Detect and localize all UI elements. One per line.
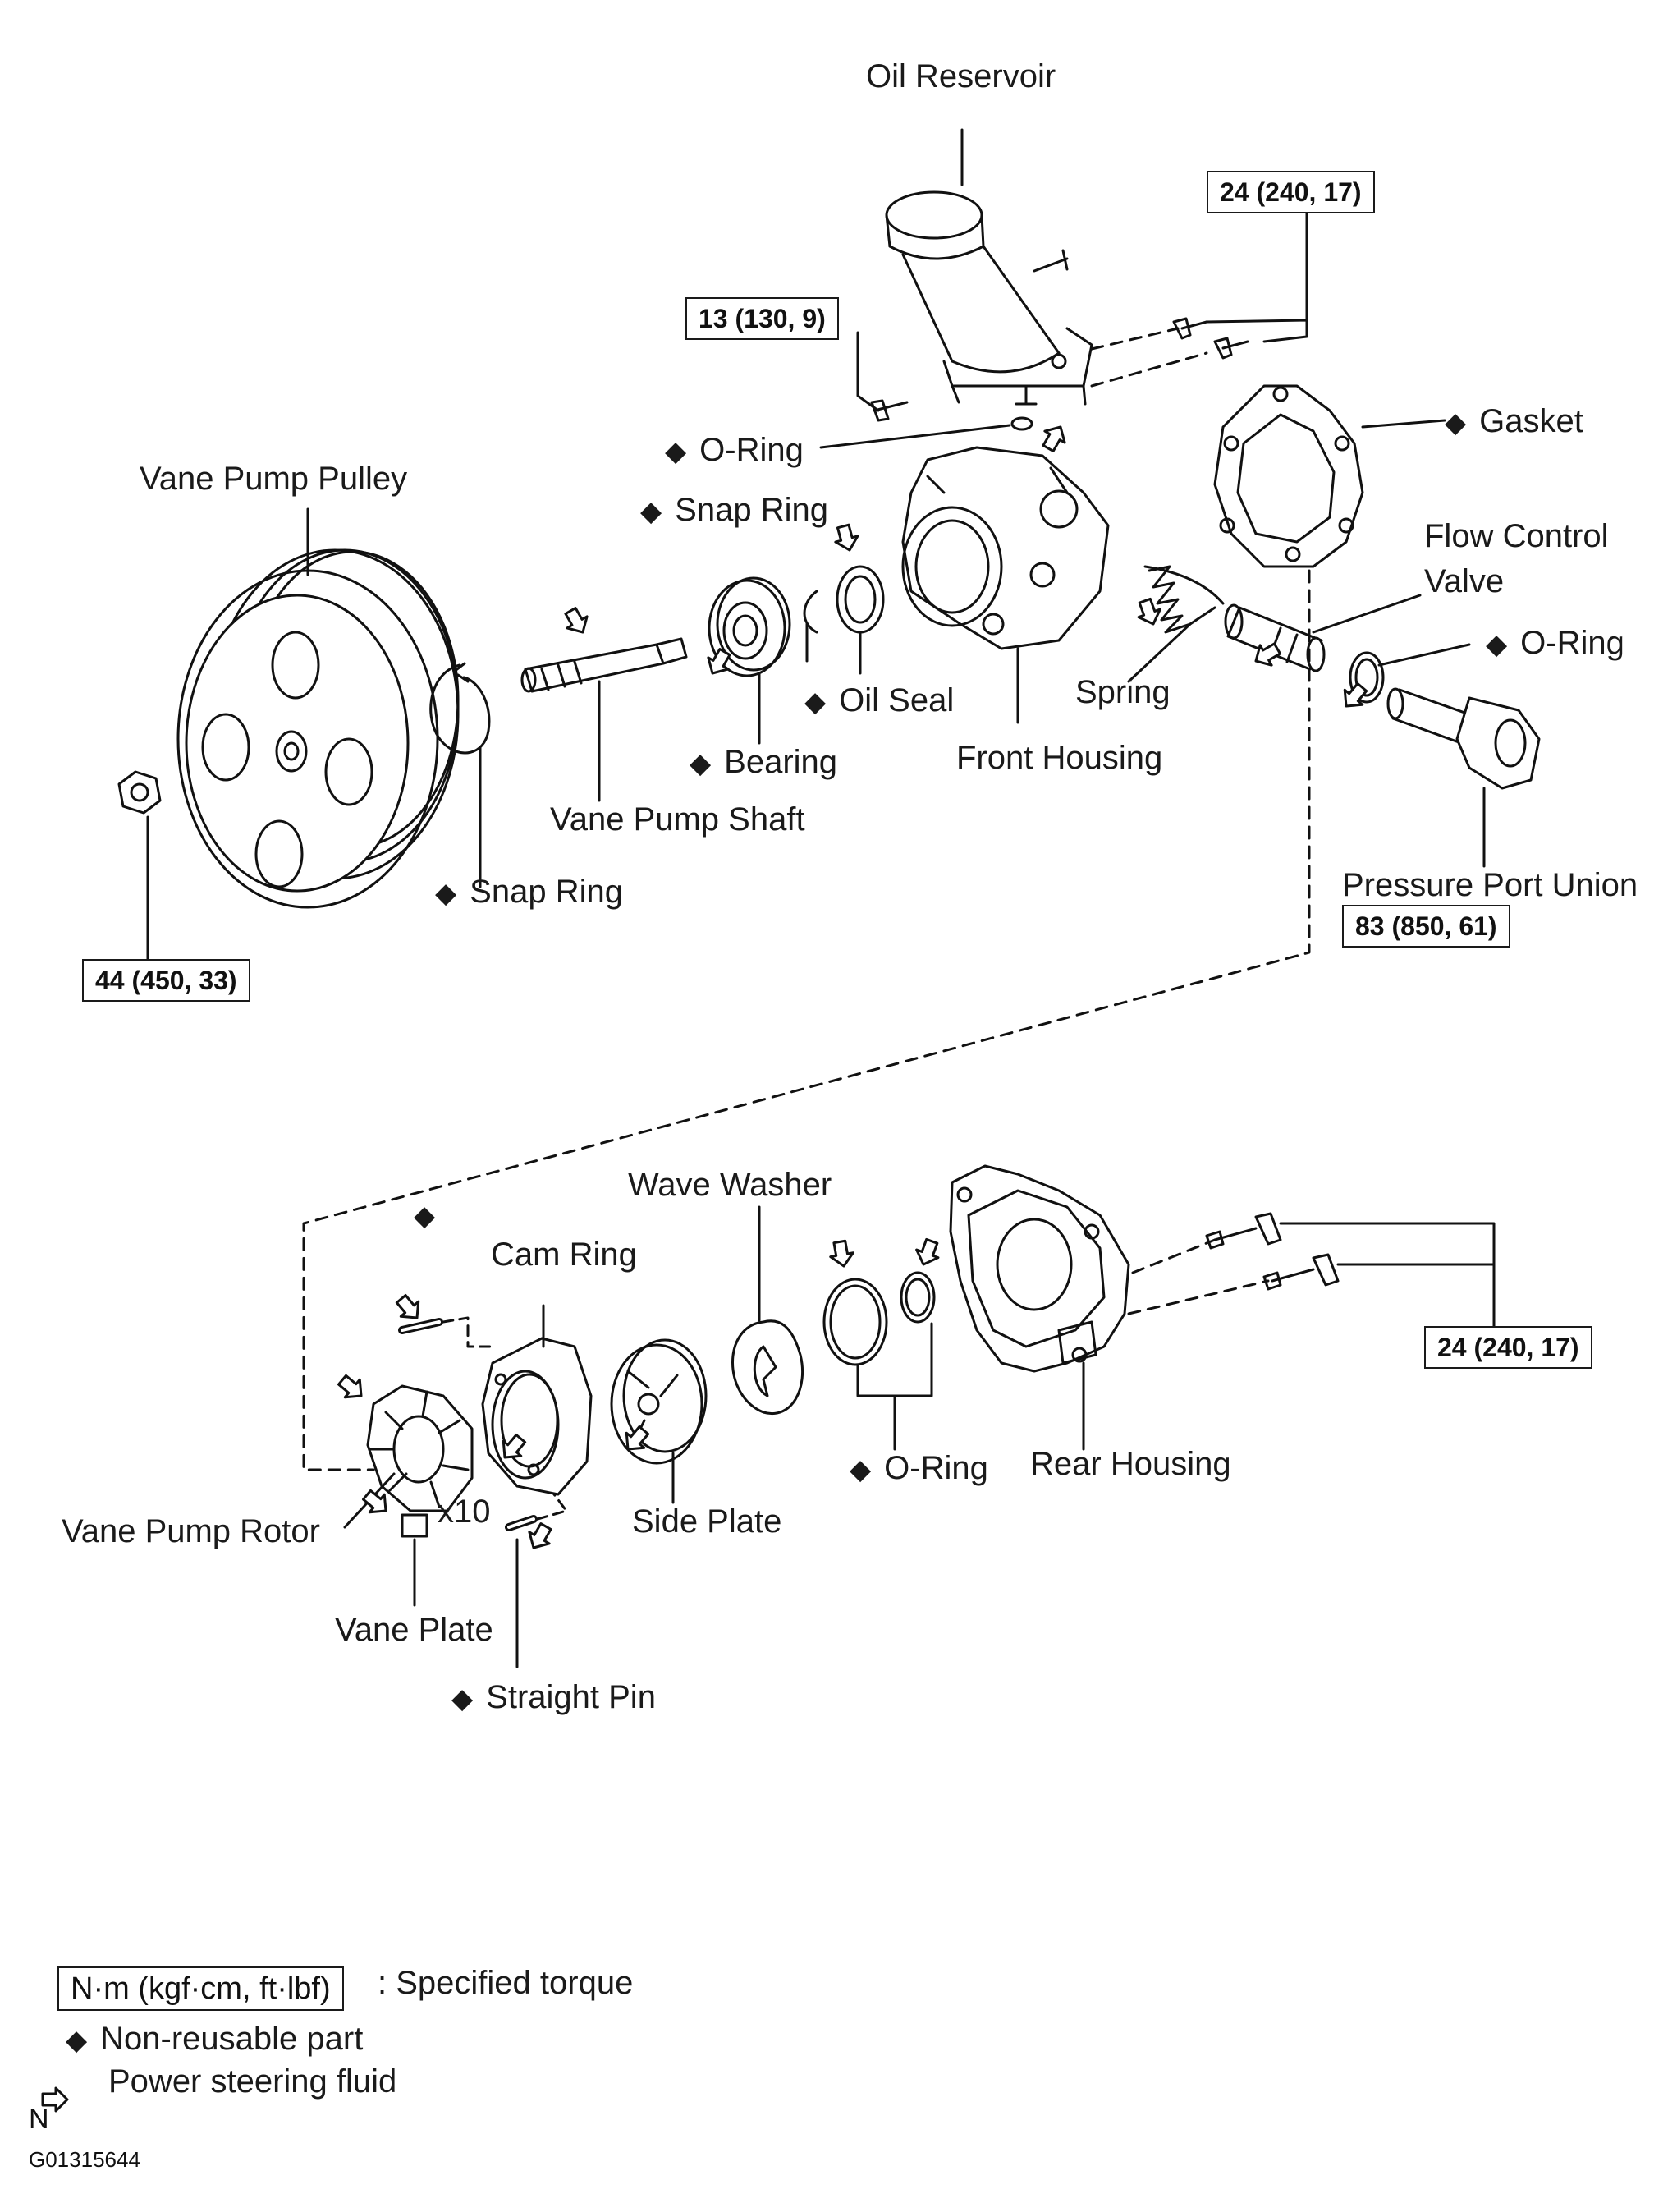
label-snap-ring-upper: Snap Ring (640, 491, 828, 530)
label-o-ring-right: O-Ring (1486, 624, 1624, 663)
front-housing-part (901, 446, 1110, 650)
label-pressure-port-union: Pressure Port Union (1342, 867, 1638, 903)
legend-torque-unit: N·m (kgf·cm, ft·lbf) (57, 1966, 344, 2011)
label-cam-ring: Cam Ring (491, 1237, 637, 1273)
pulley-part (176, 548, 460, 909)
label-front-housing: Front Housing (956, 740, 1163, 776)
label-valve: Valve (1424, 563, 1505, 599)
cam-ring-part (481, 1337, 593, 1496)
label-vane-pump-rotor: Vane Pump Rotor (62, 1513, 320, 1549)
label-gasket: Gasket (1445, 402, 1583, 442)
torque-pressure-port-union: 83 (850, 61) (1342, 905, 1510, 948)
footer-code: G01315644 (29, 2147, 140, 2172)
label-wave-washer: Wave Washer (628, 1167, 832, 1203)
label-vane-pump-pulley: Vane Pump Pulley (140, 461, 408, 497)
gasket-part (1213, 384, 1364, 568)
label-snap-ring-lower: Snap Ring (435, 873, 623, 912)
wave-washer-part (731, 1319, 804, 1415)
label-vane-pump-shaft: Vane Pump Shaft (550, 801, 805, 838)
torque-rear-housing-bolts: 24 (240, 17) (1424, 1326, 1592, 1369)
label-vane-plate: Vane Plate (335, 1612, 493, 1648)
label-bearing: Bearing (690, 743, 837, 782)
label-spring: Spring (1075, 674, 1171, 710)
side-plate-part (610, 1338, 708, 1465)
label-straight-pin: Straight Pin (451, 1678, 656, 1718)
label-oil-reservoir: Oil Reservoir (866, 58, 1056, 94)
legend-non-reusable: Non-reusable part (66, 2020, 363, 2059)
torque-reservoir-bolt: 13 (130, 9) (685, 297, 839, 340)
label-o-ring-top: O-Ring (665, 431, 804, 470)
oil-reservoir-part (885, 190, 1093, 406)
flow-control-valve-part (1224, 603, 1326, 672)
footer-letter: N (29, 2104, 49, 2135)
torque-pulley-nut: 44 (450, 33) (82, 959, 250, 1002)
rear-housing-part (949, 1164, 1130, 1373)
vane-pump-shaft-part (520, 603, 688, 693)
non-reusable-marker-pin: ◆ (414, 1200, 436, 1232)
legend-fluid: Power steering fluid (108, 2063, 397, 2100)
legend-torque-desc: : Specified torque (378, 1965, 634, 2001)
label-o-ring-bottom: O-Ring (850, 1449, 988, 1489)
pressure-port-union-part (1386, 687, 1541, 790)
label-rear-housing: Rear Housing (1030, 1446, 1231, 1482)
torque-reservoir-bracket-bolts: 24 (240, 17) (1207, 171, 1375, 213)
label-side-plate: Side Plate (632, 1503, 782, 1540)
label-oil-seal: Oil Seal (804, 681, 954, 721)
label-flow-control: Flow Control (1424, 518, 1609, 554)
vane-pump-rotor-part (366, 1384, 474, 1512)
spring-part (1143, 565, 1225, 634)
label-times-ten: x10 (438, 1494, 491, 1530)
